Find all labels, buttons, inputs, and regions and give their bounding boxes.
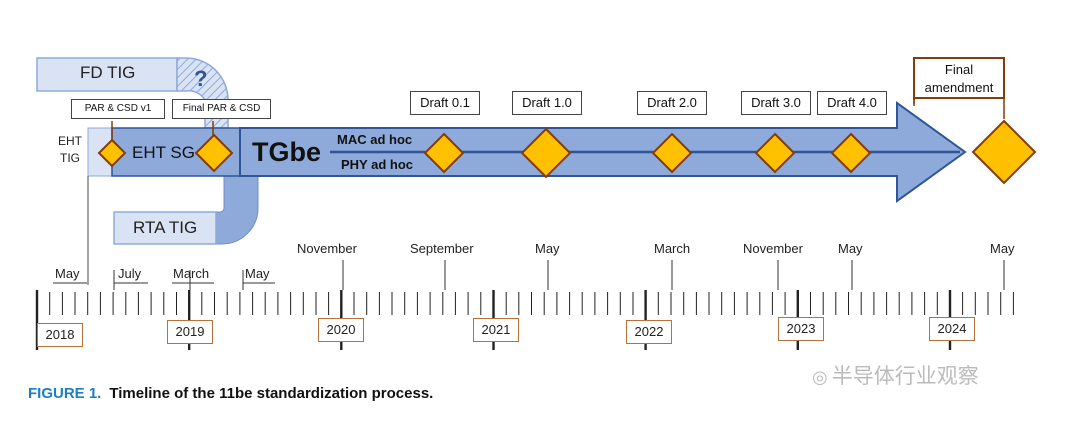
final-amendment-bracket	[913, 98, 1005, 119]
rta-tig-label: RTA TIG	[133, 218, 198, 237]
diamond-draft-01	[423, 132, 465, 174]
year-2019: 2019	[167, 320, 213, 344]
par-csd-v1-box: PAR & CSD v1	[71, 99, 165, 119]
final-amendment-box: Final amendment	[913, 57, 1005, 99]
phy-adhoc-label: PHY ad hoc	[341, 157, 414, 172]
eht-tig-label: EHT TIG	[58, 134, 82, 165]
diamond-par-csd-v1	[97, 138, 127, 168]
diamond-draft-10	[520, 127, 572, 179]
year-2020: 2020	[318, 318, 364, 342]
figure-number: FIGURE 1.	[28, 385, 102, 402]
month-lower-3: March	[173, 266, 210, 281]
eht-sg-label: EHT SG	[132, 143, 195, 162]
draft-40-box: Draft 4.0	[817, 91, 887, 115]
wechat-icon: ◎	[812, 367, 828, 388]
diamond-draft-40	[830, 132, 872, 174]
fd-tig-label: FD TIG	[80, 63, 136, 82]
year-2018: 2018	[37, 323, 83, 347]
draft-20-box: Draft 2.0	[637, 91, 707, 115]
final-par-csd-box: Final PAR & CSD	[172, 99, 271, 119]
rta-tig-curve	[213, 175, 259, 245]
month-upper-7: May	[990, 241, 1015, 256]
question-mark: ?	[194, 66, 208, 91]
month-lower-1: May	[55, 266, 80, 281]
draft-30-box: Draft 3.0	[741, 91, 811, 115]
watermark: ◎半导体行业观察	[812, 360, 979, 390]
fd-tig-bar	[36, 57, 178, 92]
figure-caption: FIGURE 1. Timeline of the 11be standardiz…	[28, 385, 433, 402]
diamond-draft-30	[754, 132, 796, 174]
diamond-final-par-csd	[194, 133, 234, 173]
month-upper-4: March	[654, 241, 691, 256]
watermark-text: 半导体行业观察	[831, 364, 979, 388]
lower-month-brackets	[53, 270, 275, 290]
rta-tig-bar	[113, 211, 217, 245]
year-2022: 2022	[626, 320, 672, 344]
diamond-final-amendment	[971, 119, 1037, 185]
draft-01-box: Draft 0.1	[410, 91, 480, 115]
tgbe-label: TGbe	[252, 137, 322, 167]
year-2021: 2021	[473, 318, 519, 342]
month-upper-5: November	[743, 241, 803, 256]
caption-text: Timeline of the 11be standardization pro…	[109, 385, 434, 402]
upper-month-guides	[342, 260, 1005, 290]
year-2024: 2024	[929, 317, 975, 341]
month-upper-3: May	[535, 241, 560, 256]
month-upper-6: May	[838, 241, 863, 256]
month-lower-4: May	[245, 266, 270, 281]
month-lower-2: July	[118, 266, 142, 281]
draft-10-box: Draft 1.0	[512, 91, 582, 115]
timeline-ticks	[35, 290, 1014, 350]
mac-adhoc-label: MAC ad hoc	[337, 132, 413, 147]
month-upper-1: November	[297, 241, 357, 256]
month-upper-2: September	[410, 241, 474, 256]
diamond-draft-20	[651, 132, 693, 174]
year-2023: 2023	[778, 317, 824, 341]
